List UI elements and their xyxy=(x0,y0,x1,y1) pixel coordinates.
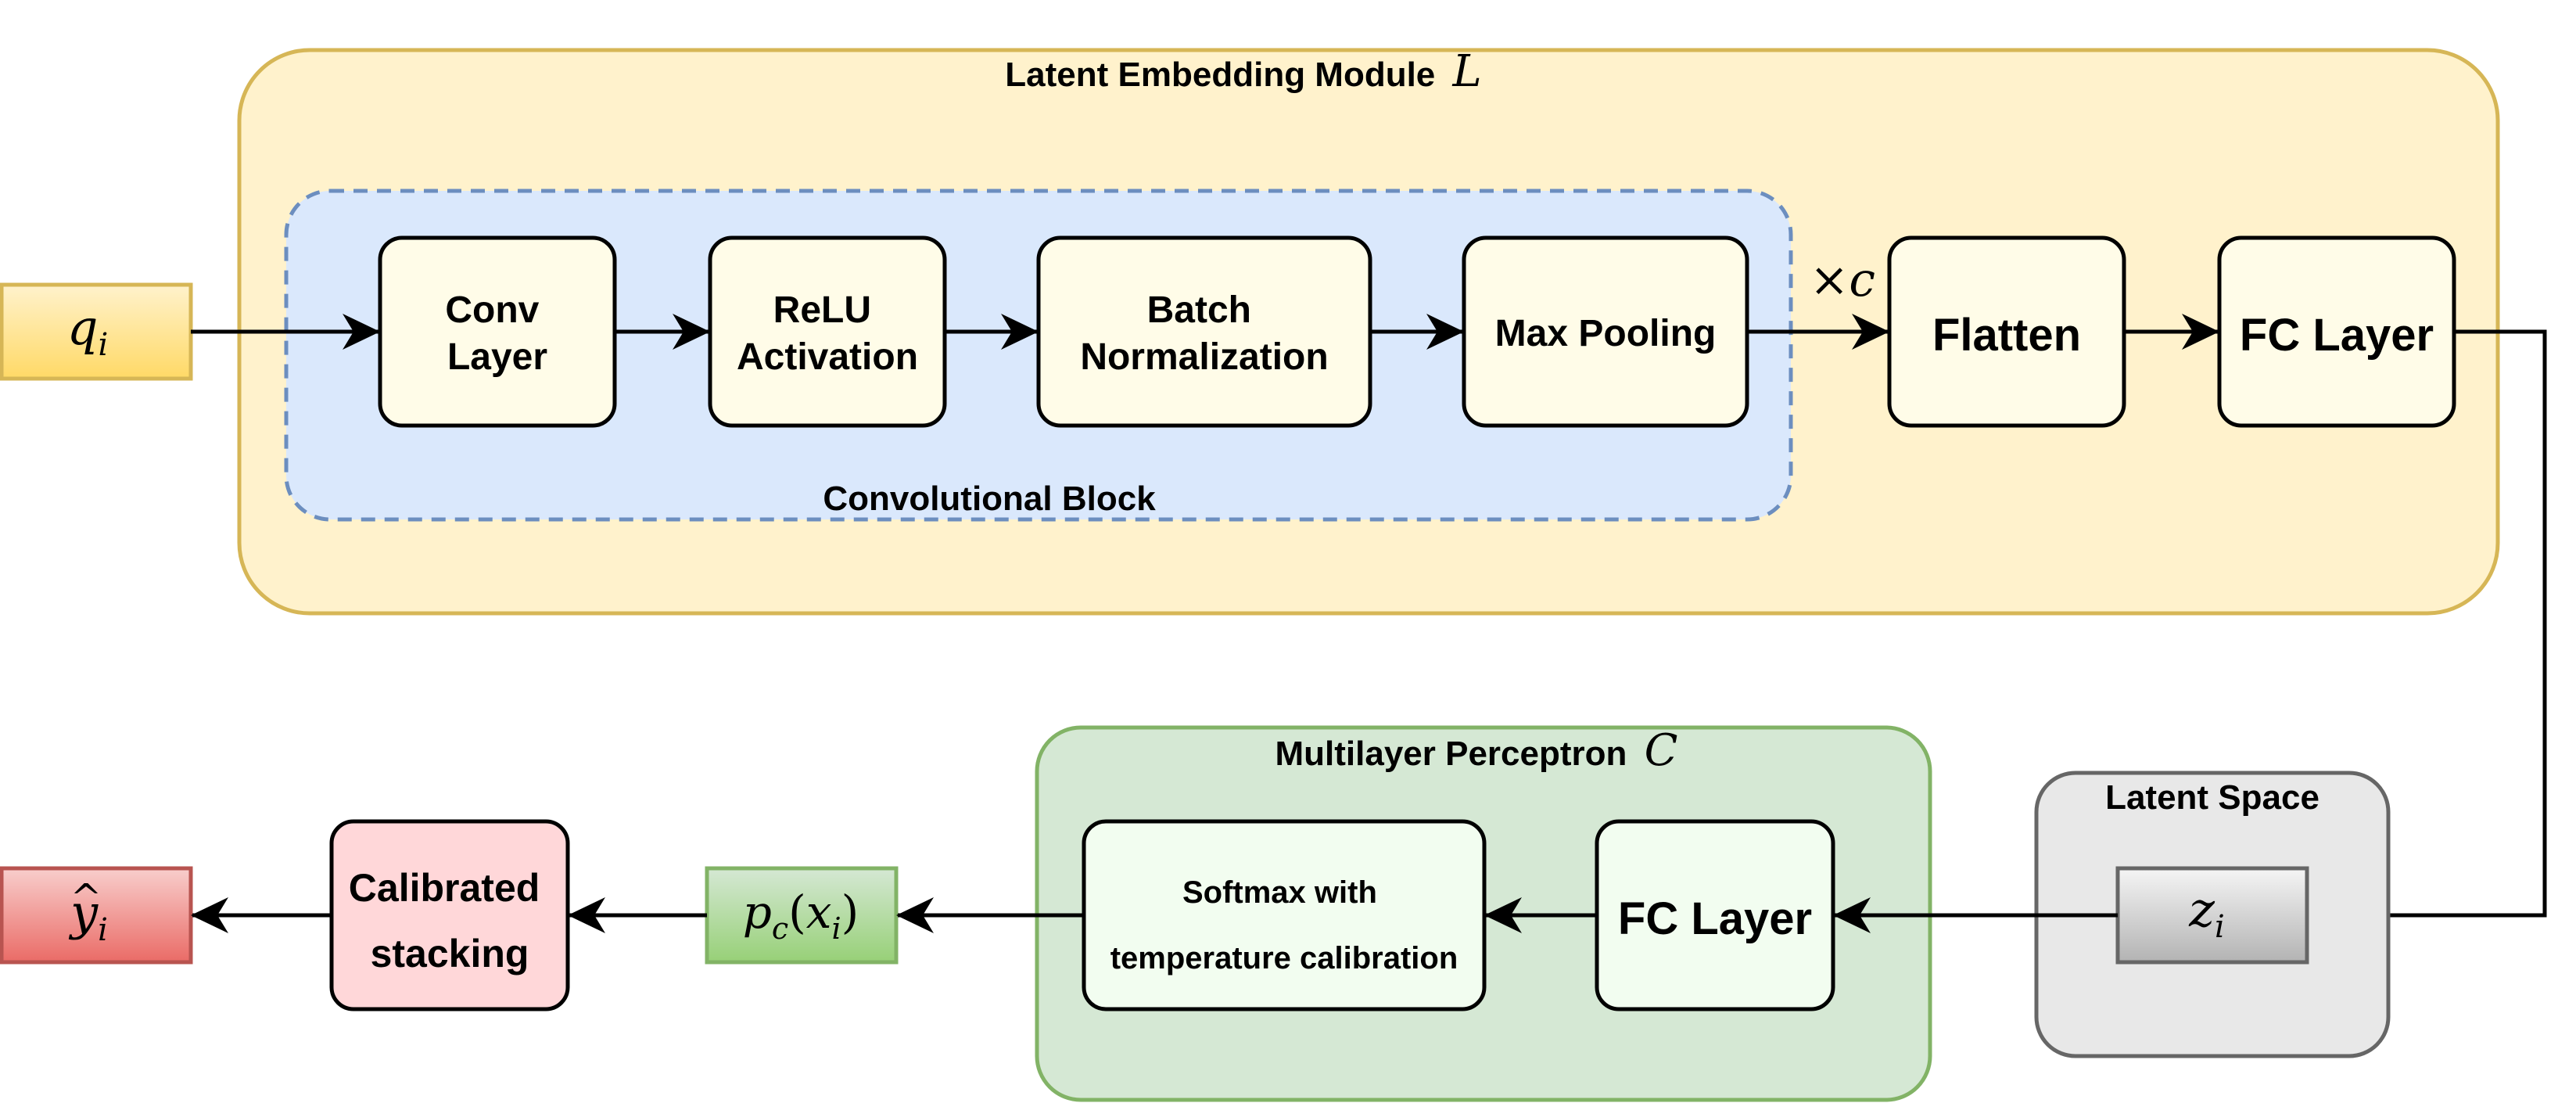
relu-line1: ReLU xyxy=(773,289,871,331)
prob-p: p xyxy=(743,886,772,939)
conv-layer-label: Conv Layer xyxy=(445,289,549,378)
repeat-variable: c xyxy=(1849,253,1875,307)
flatten-label: Flatten xyxy=(1932,310,2081,361)
stacking-line2: stacking xyxy=(371,932,529,975)
stacking-line1: Calibrated xyxy=(349,866,540,910)
latent-vector-node xyxy=(2115,866,2309,965)
latent-module-title-text: Latent Embedding Module xyxy=(1005,56,1435,94)
relu-activation-label: ReLU Activation xyxy=(737,289,918,378)
mlp-title-text: Multilayer Perceptron xyxy=(1275,735,1627,773)
batch-normalization-node xyxy=(1036,235,1372,428)
mlp-title: Multilayer Perceptron C xyxy=(1275,725,1678,776)
fc-layer-top-label: FC Layer xyxy=(2240,310,2434,361)
relu-activation-node xyxy=(708,235,947,428)
repeat-count-label: ×c xyxy=(1810,253,1875,307)
input-var: q xyxy=(67,299,99,356)
output-label: yi xyxy=(68,884,108,948)
softmax-line2: temperature calibration xyxy=(1110,941,1458,975)
conv-layer-line1: Conv xyxy=(445,289,539,331)
softmax-line1: Softmax with xyxy=(1182,875,1377,910)
softmax-label: Softmax with temperature calibration xyxy=(1110,875,1458,975)
softmax-node xyxy=(1082,819,1487,1011)
edge-fc-to-latent xyxy=(2305,329,2547,933)
batchnorm-line2: Normalization xyxy=(1080,336,1328,378)
output-hat: ^ xyxy=(70,876,102,920)
latent-sub: i xyxy=(2215,909,2225,945)
fc-layer-bottom-label: FC Layer xyxy=(1618,893,1812,944)
prob-p-sub: c xyxy=(772,911,788,946)
max-pooling-label: Max Pooling xyxy=(1495,313,1717,354)
latent-space-title: Latent Space xyxy=(2105,778,2319,817)
probability-label: pc(xi) xyxy=(743,886,859,946)
repeat-multiplier: × xyxy=(1810,253,1849,307)
output-sub: i xyxy=(98,912,108,948)
input-label: qi xyxy=(67,299,109,363)
latent-module-title: Latent Embedding Module L xyxy=(1005,46,1481,97)
convolutional-block-title: Convolutional Block xyxy=(823,480,1156,518)
relu-line2: Activation xyxy=(737,336,918,378)
output-var: y xyxy=(68,884,99,941)
prob-close: ) xyxy=(841,886,859,939)
conv-layer-line2: Layer xyxy=(447,336,547,378)
mlp-symbol: C xyxy=(1645,725,1678,776)
latent-var: z xyxy=(2188,881,2215,938)
calibrated-stacking-node xyxy=(329,819,570,1011)
latent-vector-label: zi xyxy=(2188,881,2224,945)
input-node xyxy=(0,282,193,381)
batchnorm-line1: Batch xyxy=(1147,289,1251,331)
prob-x: x xyxy=(806,886,832,939)
conv-layer-node xyxy=(378,235,617,428)
input-sub: i xyxy=(98,327,108,363)
calibrated-stacking-label: Calibrated stacking xyxy=(349,866,551,975)
prob-x-sub: i xyxy=(832,911,841,946)
batch-normalization-label: Batch Normalization xyxy=(1080,289,1328,378)
prob-open: ( xyxy=(788,886,806,939)
latent-module-symbol: L xyxy=(1452,46,1482,97)
